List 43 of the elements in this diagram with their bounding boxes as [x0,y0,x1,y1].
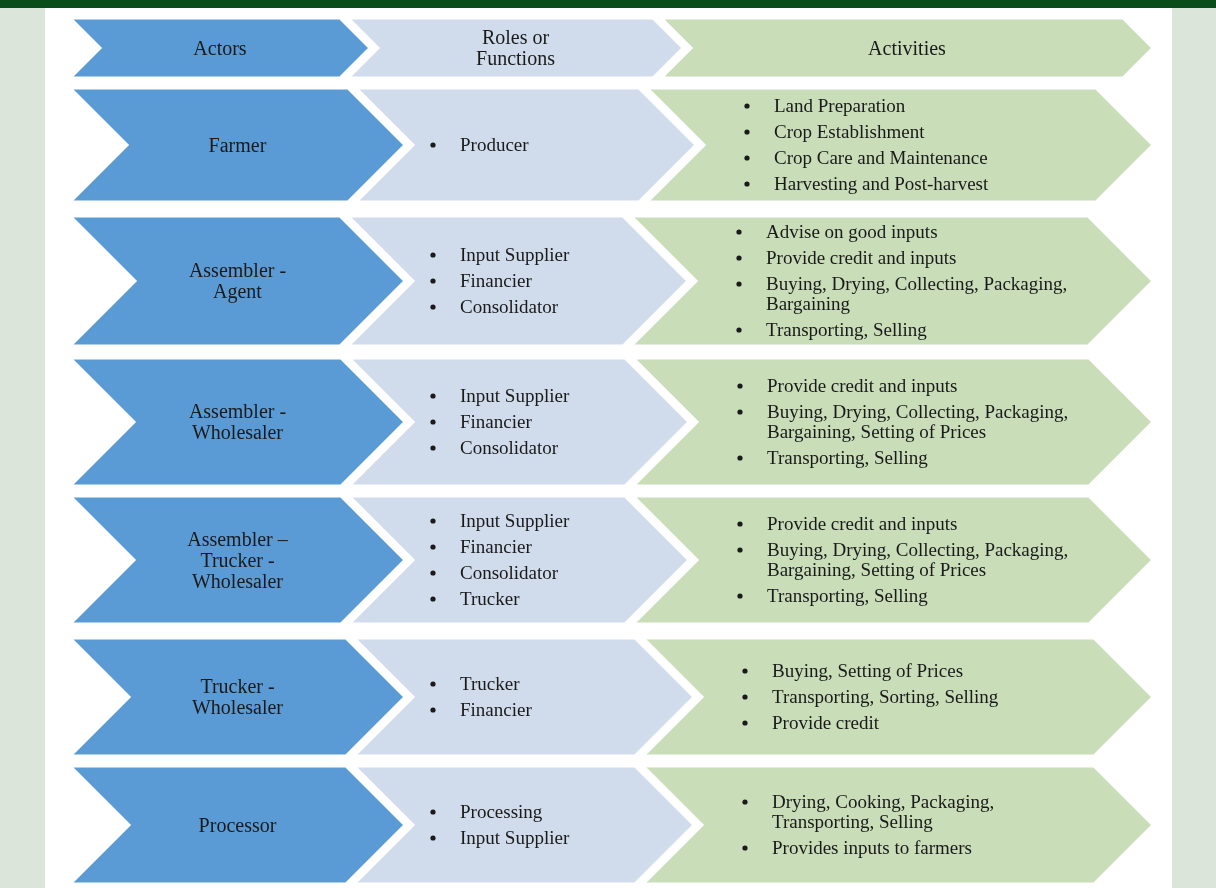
list-item: Processing [460,801,543,823]
list-item: Crop Establishment [774,121,925,143]
list-item: Producer [460,134,529,156]
list-item: Input Supplier [460,244,570,266]
list-item: Buying, Drying, Collecting, Packaging, Bargaining, Setting of Prices [767,401,1069,442]
list-item: Input Supplier [460,510,570,532]
list-item: Crop Care and Maintenance [774,147,988,168]
column-heading: Actors [193,37,247,59]
list-item: Harvesting and Post-harvest [774,172,989,194]
list-item: Transporting, Selling [766,318,927,340]
list-item: Drying, Cooking, Packaging, Transporting, Selling [772,791,995,833]
list-item: Input Supplier [460,385,570,407]
list-item: Provide credit and inputs [767,513,958,535]
list-item: Provides inputs to farmers [772,836,972,858]
actor-label: Assembler - Wholesaler [187,401,288,443]
list-item: Consolidator [460,562,559,583]
actor-label: Trucker - Wholesaler [190,676,285,718]
list-item: Consolidator [460,295,559,317]
list-item: Buying, Drying, Collecting, Packaging, Bargaining, Setting of Prices [767,539,1069,580]
list-item: Provide credit [772,711,880,733]
list-item: Financier [460,536,532,558]
list-item: Trucker [460,587,520,609]
list-item: Buying, Drying, Collecting, Packaging, Bargaining [766,273,1068,314]
list-item: Transporting, Selling [767,446,928,468]
actor-label: Processor [198,814,277,836]
list-item: Provide credit and inputs [767,375,958,397]
list-item: Financier [460,699,532,720]
list-item: Input Supplier [460,827,570,848]
actor-label: Farmer [208,134,267,156]
list-item: Land Preparation [774,95,906,117]
list-item: Trucker [460,673,520,695]
list-item: Advise on good inputs [766,221,938,243]
list-item: Consolidator [460,436,559,458]
list-item: Buying, Setting of Prices [772,660,964,682]
column-heading: Roles or Functions [475,27,556,69]
list-item: Transporting, Sorting, Selling [772,686,999,708]
list-item: Financier [460,270,532,292]
list-item: Provide credit and inputs [766,247,957,269]
column-heading: Activities [868,37,946,59]
actor-label: Assembler - Agent [187,260,288,302]
list-item: Financier [460,411,532,433]
list-item: Transporting, Selling [767,584,928,606]
actor-label: Assembler – Trucker - Wholesaler [186,528,289,592]
